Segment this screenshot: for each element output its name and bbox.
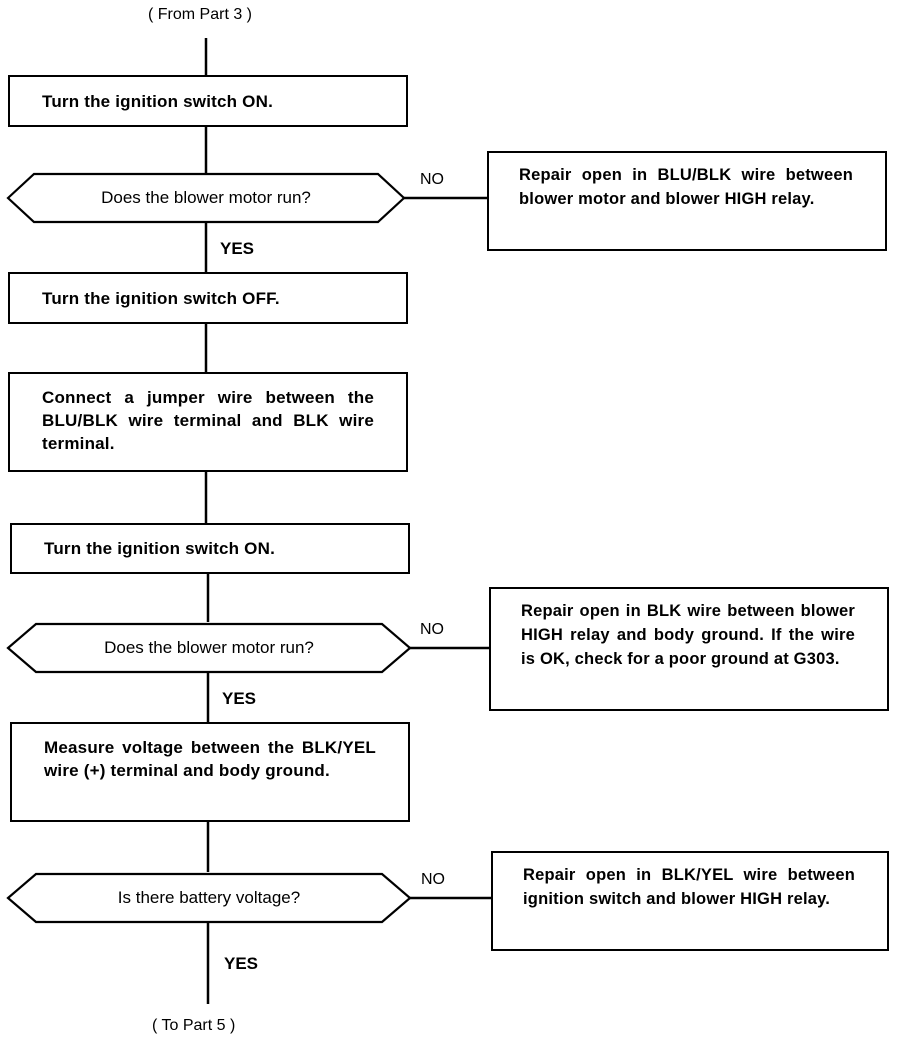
step-text-5: Measure voltage between the BLK/YEL wire…	[44, 738, 376, 780]
step-text-3: Connect a jumper wire between the BLU/BL…	[42, 388, 374, 453]
step-box-1: Turn the ignition switch ON.	[8, 75, 408, 127]
to-part-label: ( To Part 5 )	[152, 1017, 236, 1034]
step-box-2: Turn the ignition switch OFF.	[8, 272, 408, 324]
step-box-3: Connect a jumper wire between the BLU/BL…	[8, 372, 408, 472]
decision-text-3: Is there battery voltage?	[117, 888, 301, 907]
no-label-3: NO	[421, 871, 445, 888]
decision-shape-2	[6, 622, 412, 674]
step-box-5: Measure voltage between the BLK/YEL wire…	[10, 722, 410, 822]
no-label-1: NO	[420, 171, 444, 188]
from-part-label: ( From Part 3 )	[148, 6, 253, 23]
no-label-2: NO	[420, 621, 444, 638]
decision-shape-3	[6, 872, 412, 924]
repair-text-2: Repair open in BLK wire between blower H…	[521, 602, 855, 668]
repair-box-2: Repair open in BLK wire between blower H…	[489, 587, 889, 711]
step-text-4: Turn the ignition switch ON.	[44, 539, 275, 558]
step-text-1: Turn the ignition switch ON.	[42, 91, 273, 111]
repair-text-1: Repair open in BLU/BLK wire between blow…	[519, 166, 853, 208]
step-text-2: Turn the ignition switch OFF.	[42, 288, 280, 308]
decision-text-2: Does the blower motor run?	[104, 638, 314, 657]
decision-text-1: Does the blower motor run?	[101, 188, 311, 207]
repair-box-3: Repair open in BLK/YEL wire between igni…	[491, 851, 889, 951]
decision-shape-1	[6, 172, 406, 224]
yes-label-3: YES	[224, 954, 259, 973]
yes-label-2: YES	[222, 689, 257, 708]
yes-label-1: YES	[220, 239, 255, 258]
step-box-4: Turn the ignition switch ON.	[10, 523, 410, 574]
repair-box-1: Repair open in BLU/BLK wire between blow…	[487, 151, 887, 251]
repair-text-3: Repair open in BLK/YEL wire between igni…	[523, 866, 855, 908]
